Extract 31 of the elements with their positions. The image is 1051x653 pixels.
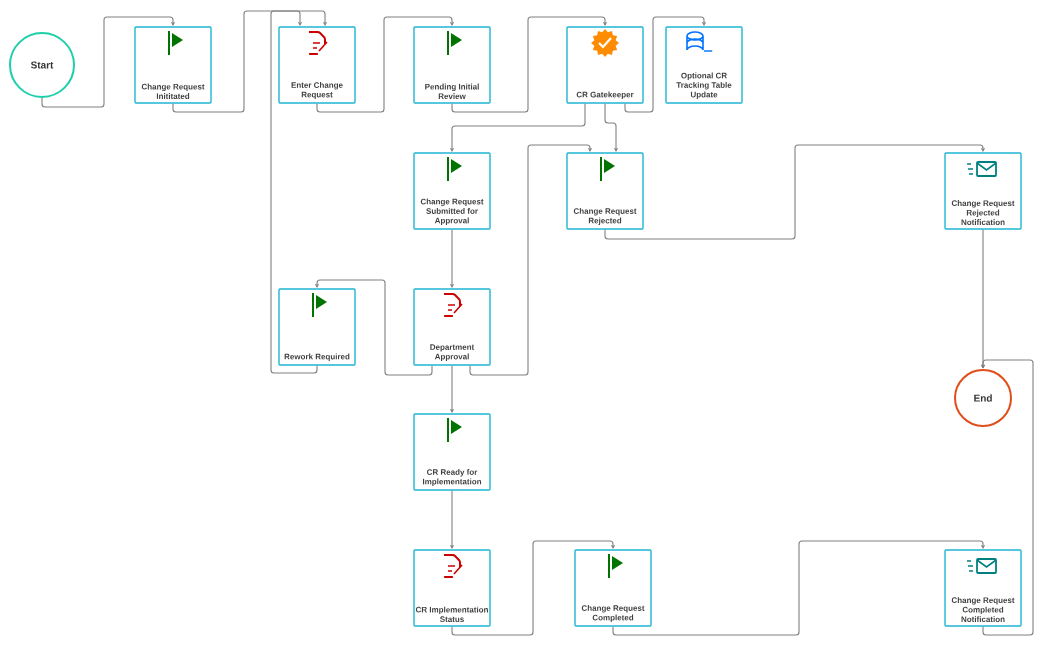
process-box: Department Approval [413, 288, 491, 366]
process-box: CR Implementation Status [413, 549, 491, 627]
arrow [316, 16, 454, 113]
process-box: Change Request Inititated [134, 26, 212, 104]
arrow [604, 144, 985, 240]
process-box: Optional CR Tracking Table Update [665, 26, 743, 104]
arrow [981, 359, 1034, 636]
process-box: CR Ready for Implementation [413, 413, 491, 491]
arrow [451, 540, 615, 636]
process-box: Rework Required [278, 288, 356, 366]
arrow [315, 279, 433, 376]
process-box: Change Request Completed Notification [944, 549, 1022, 627]
arrow [624, 16, 706, 113]
arrow [469, 144, 592, 376]
arrow [41, 16, 175, 108]
process-box: Change Request Completed [574, 549, 652, 627]
arrow [450, 365, 454, 413]
arrow [450, 229, 454, 288]
process-box: Pending Initial Review [413, 26, 491, 104]
process-box: Change Request Submitted for Approval [413, 152, 491, 230]
arrow [451, 16, 607, 113]
arrow [270, 10, 327, 374]
process-box: CR Gatekeeper [566, 26, 644, 104]
process-box: Change Request Rejected [566, 152, 644, 230]
arrow [450, 103, 586, 152]
process-box: Change Request Rejected Notification [944, 152, 1022, 230]
arrow [604, 103, 618, 152]
arrow [612, 540, 985, 636]
arrow [172, 10, 302, 113]
process-box: Enter Change Request [278, 26, 356, 104]
arrow [450, 490, 454, 549]
